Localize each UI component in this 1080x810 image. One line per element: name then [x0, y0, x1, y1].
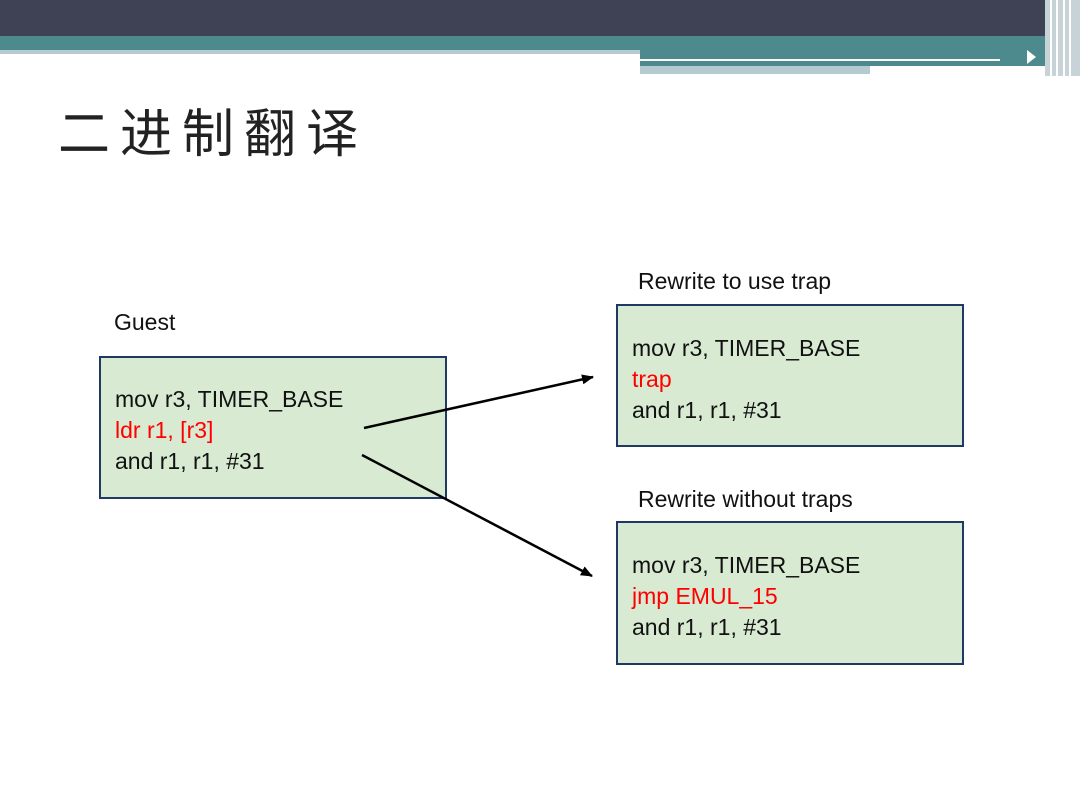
- code-line-highlighted: jmp EMUL_15: [632, 583, 778, 609]
- header-vertical-line: [1056, 0, 1058, 76]
- header-stripe-right: [640, 50, 1045, 66]
- code-line-highlighted: trap: [632, 366, 672, 392]
- code-line-highlighted: ldr r1, [r3]: [115, 417, 214, 443]
- trap-code-box: mov r3, TIMER_BASE trap and r1, r1, #31: [616, 304, 964, 447]
- code-line: mov r3, TIMER_BASE: [632, 335, 861, 361]
- header-stripe-light: [0, 50, 640, 54]
- header-vertical-line: [1050, 0, 1052, 76]
- code-line: and r1, r1, #31: [115, 448, 265, 474]
- header-vertical-line: [1063, 0, 1065, 76]
- guest-code-box: mov r3, TIMER_BASE ldr r1, [r3] and r1, …: [99, 356, 447, 499]
- code-line: mov r3, TIMER_BASE: [115, 386, 344, 412]
- header-thin-line: [640, 59, 1000, 61]
- notrap-label: Rewrite without traps: [638, 486, 853, 512]
- header-triangle-icon: [1027, 50, 1036, 64]
- notrap-code-box: mov r3, TIMER_BASE jmp EMUL_15 and r1, r…: [616, 521, 964, 665]
- header-stripe-light-right: [640, 66, 870, 74]
- header-stripe: [0, 36, 1045, 50]
- arrow-to-notrap: [361, 453, 593, 578]
- trap-label: Rewrite to use trap: [638, 268, 832, 294]
- code-line: mov r3, TIMER_BASE: [632, 552, 861, 578]
- header-vertical-line: [1069, 0, 1071, 76]
- code-line: and r1, r1, #31: [632, 397, 782, 423]
- guest-label: Guest: [114, 309, 176, 335]
- arrow-to-trap: [363, 374, 594, 430]
- code-line: and r1, r1, #31: [632, 614, 782, 640]
- header-bar: [0, 0, 1080, 36]
- slide-title: 二进制翻译: [58, 105, 369, 165]
